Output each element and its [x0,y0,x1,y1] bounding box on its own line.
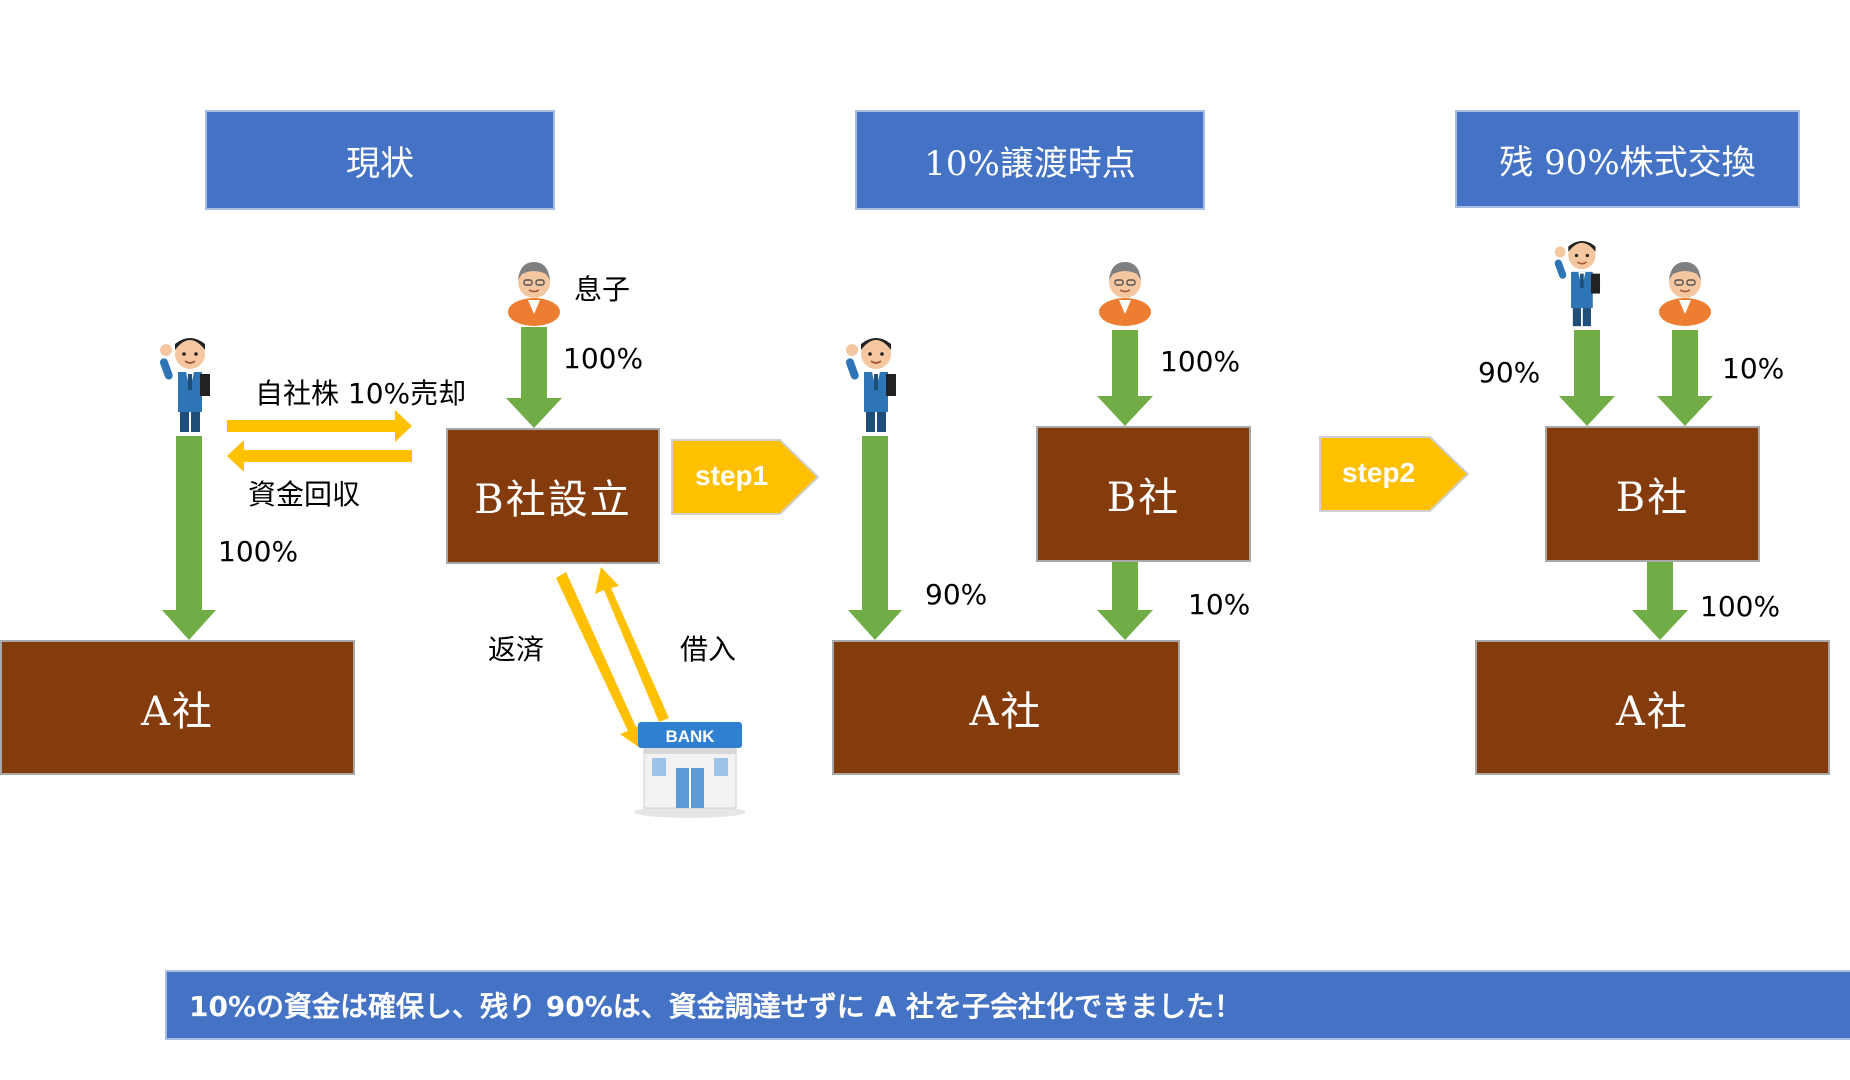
bank-sign-text: BANK [665,727,715,746]
label-borrow: 借入 [680,633,737,666]
label-repay: 返済 [488,633,545,666]
son-icon [508,262,560,326]
header-current: 現状 [205,110,555,210]
conclusion-text: 10%の資金は確保し、残り 90%は、資金調達せずに A 社を子会社化できました… [189,990,1242,1023]
label-b-a-10: 10% [1188,588,1251,621]
conclusion-banner: 10%の資金は確保し、残り 90%は、資金調達せずに A 社を子会社化できました… [165,970,1850,1040]
a-company-box-exchange: A社 [1475,640,1830,775]
header-transfer: 10%譲渡時点 [855,110,1205,210]
arrow-son-to-b-100 [506,327,562,428]
arrow-fund-recovery [227,440,412,472]
arrow-owner-to-a-90 [848,436,902,640]
a-company-box-transfer: A社 [832,640,1180,775]
arrow-b-to-a-10 [1097,560,1153,640]
son-icon [1099,262,1151,326]
step1-chevron [671,439,820,515]
step2-chevron [1319,436,1470,512]
arrow-repay [556,572,645,748]
label-owner-a-90: 90% [925,578,988,611]
b-company-box-exchange: B社 [1545,426,1760,562]
arrow-owner-to-b-90 [1559,330,1615,426]
step2-label: step2 [1342,457,1416,488]
arrow-sell-shares [227,410,412,442]
step1-label: step1 [695,460,769,491]
label-owner-a-100: 100% [218,535,299,568]
arrow-borrow [595,567,669,722]
header-exchange: 残 90%株式交換 [1455,110,1800,208]
label-b-a-100: 100% [1700,590,1781,623]
label-son-b-10: 10% [1722,352,1785,385]
label-owner-b-90: 90% [1478,356,1541,389]
arrow-owner-to-a-100 [162,436,216,640]
businessman-icon [1554,241,1601,327]
arrow-b-to-a-100 [1632,560,1688,640]
label-fund-recovery: 資金回収 [248,478,361,511]
businessman-icon [159,338,210,432]
bank-icon: BANK [634,722,746,818]
label-son-b-100: 100% [563,342,644,375]
label-son: 息子 [574,273,631,306]
arrow-son-to-b-10 [1657,330,1713,426]
label-son-b-100-2: 100% [1160,345,1241,378]
b-company-box-transfer: B社 [1036,426,1251,562]
businessman-icon [845,338,896,432]
b-establish-box: B社設立 [446,428,660,564]
a-company-box-current: A社 [0,640,355,775]
son-icon [1659,262,1711,326]
arrow-son-to-b-100-2 [1097,330,1153,426]
label-sell-shares: 自社株 10%売却 [255,377,467,410]
